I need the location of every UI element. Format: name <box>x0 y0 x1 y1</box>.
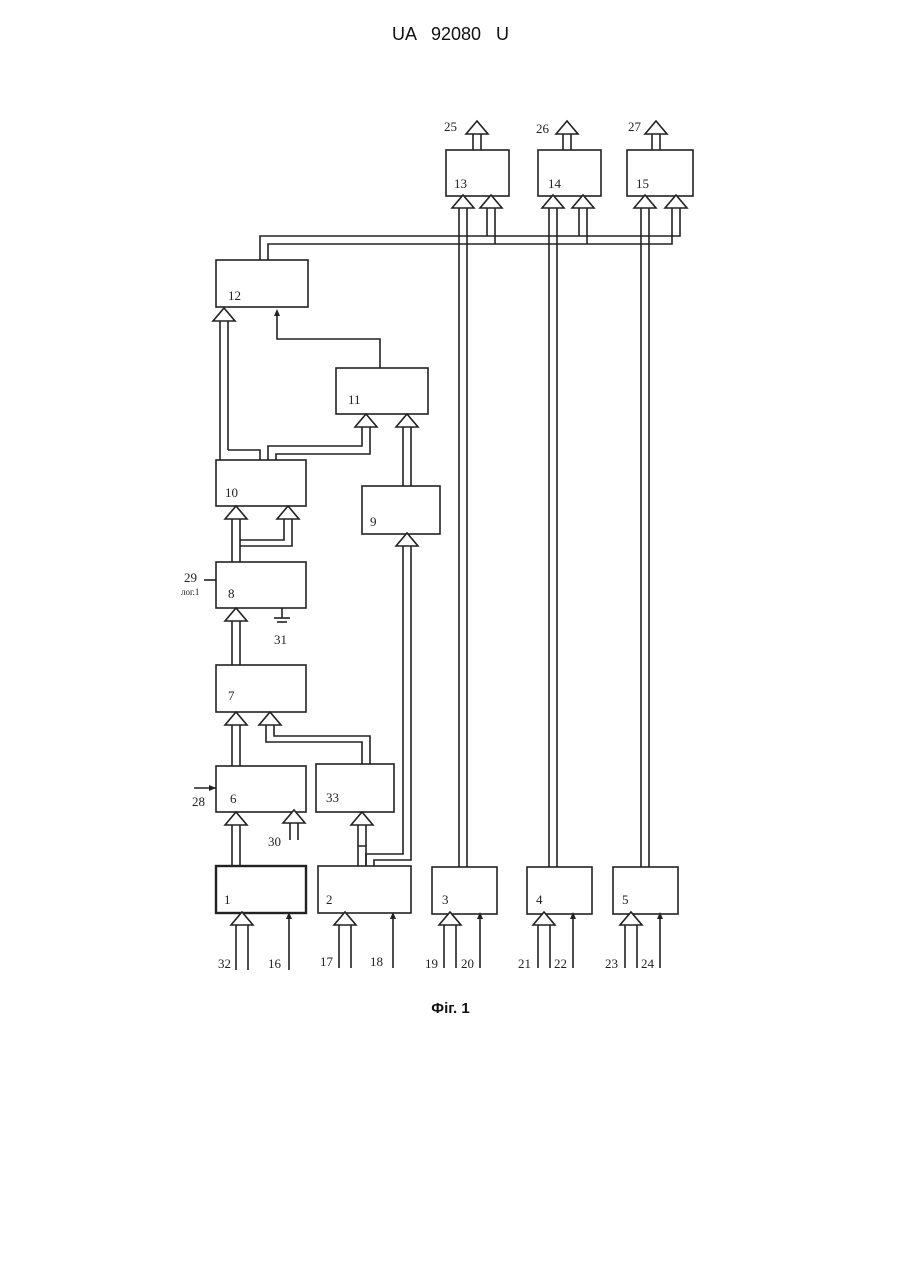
label-block-15: 15 <box>636 176 649 191</box>
label-signal-25: 25 <box>444 119 457 134</box>
label-block-10: 10 <box>225 485 238 500</box>
label-signal-30: 30 <box>268 834 281 849</box>
label-block-4: 4 <box>536 892 543 907</box>
label-block-5: 5 <box>622 892 629 907</box>
label-block-13: 13 <box>454 176 467 191</box>
label-signal-20: 20 <box>461 956 474 971</box>
block-labels: 12 11 10 9 8 7 6 33 1 2 3 4 5 13 14 15 <box>224 176 649 907</box>
label-signal-22: 22 <box>554 956 567 971</box>
label-signal-17: 17 <box>320 954 334 969</box>
label-signal-32: 32 <box>218 956 231 971</box>
label-block-11: 11 <box>348 392 361 407</box>
label-block-33: 33 <box>326 790 339 805</box>
label-signal-31: 31 <box>274 632 287 647</box>
label-signal-16: 16 <box>268 956 282 971</box>
label-block-1: 1 <box>224 892 231 907</box>
block-11 <box>336 368 428 414</box>
label-signal-29: 29 <box>184 570 197 585</box>
label-block-12: 12 <box>228 288 241 303</box>
label-block-7: 7 <box>228 688 235 703</box>
figure-caption: Фіг. 1 <box>0 1000 901 1017</box>
label-block-14: 14 <box>548 176 562 191</box>
label-block-3: 3 <box>442 892 449 907</box>
label-signal-23: 23 <box>605 956 618 971</box>
label-signal-19: 19 <box>425 956 438 971</box>
label-signal-27: 27 <box>628 119 642 134</box>
label-block-2: 2 <box>326 892 333 907</box>
label-signal-21: 21 <box>518 956 531 971</box>
label-block-6: 6 <box>230 791 237 806</box>
label-signal-24: 24 <box>641 956 655 971</box>
label-block-9: 9 <box>370 514 377 529</box>
block-8 <box>216 562 306 608</box>
label-signal-18: 18 <box>370 954 383 969</box>
label-signal-29-note: лог.1 <box>181 587 199 597</box>
label-signal-28: 28 <box>192 794 205 809</box>
label-block-8: 8 <box>228 586 235 601</box>
label-signal-26: 26 <box>536 121 550 136</box>
signal-arrowheads <box>209 309 663 919</box>
